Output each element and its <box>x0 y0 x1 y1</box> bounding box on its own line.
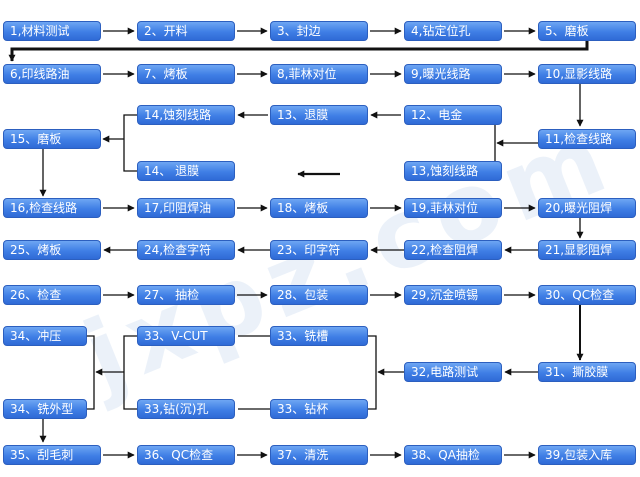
node-33-cup: 33、钻杯 <box>270 399 368 419</box>
node-20: 20,曝光阻焊 <box>538 198 636 218</box>
node-22: 22,检查阻焊 <box>404 240 502 260</box>
node-5: 5、磨板 <box>538 21 636 41</box>
node-1: 1,材料测试 <box>3 21 101 41</box>
node-28: 28、包装 <box>270 285 368 305</box>
node-25: 25、烤板 <box>3 240 101 260</box>
node-33-drill: 33,钻(沉)孔 <box>137 399 235 419</box>
node-27: 27、 抽检 <box>137 285 235 305</box>
node-18: 18、烤板 <box>270 198 368 218</box>
node-31: 31、撕胶膜 <box>538 362 636 382</box>
node-13-etch: 13,蚀刻线路 <box>404 161 502 181</box>
arrow-5-6 <box>8 41 589 62</box>
node-13-strip: 13、退膜 <box>270 105 368 125</box>
node-37: 37、清洗 <box>270 445 368 465</box>
node-4: 4,钻定位孔 <box>404 21 502 41</box>
node-39: 39,包装入库 <box>538 445 636 465</box>
node-14-strip: 14、 退膜 <box>137 161 235 181</box>
node-24: 24,检查字符 <box>137 240 235 260</box>
node-9: 9,曝光线路 <box>404 64 502 84</box>
node-14-etch: 14,蚀刻线路 <box>137 105 235 125</box>
node-34-punch: 34、冲压 <box>3 326 87 346</box>
node-29: 29,沉金喷锡 <box>404 285 502 305</box>
node-7: 7、烤板 <box>137 64 235 84</box>
node-23: 23、印字符 <box>270 240 368 260</box>
node-6: 6,印线路油 <box>3 64 101 84</box>
node-3: 3、封边 <box>270 21 368 41</box>
node-12: 12、电金 <box>404 105 502 125</box>
node-19: 19,菲林对位 <box>404 198 502 218</box>
bracket-33-left <box>123 335 137 410</box>
node-33-vcut: 33、V-CUT <box>137 326 235 346</box>
node-26: 26、检查 <box>3 285 101 305</box>
node-11: 11,检查线路 <box>538 129 636 149</box>
bracket-33-right <box>368 335 377 410</box>
bracket-34 <box>86 335 95 410</box>
node-34-rout: 34、铣外型 <box>3 399 87 419</box>
node-32: 32,电路测试 <box>404 362 502 382</box>
node-15: 15、磨板 <box>3 129 101 149</box>
node-35: 35、刮毛刺 <box>3 445 101 465</box>
node-10: 10,显影线路 <box>538 64 636 84</box>
node-8: 8,菲林对位 <box>270 64 368 84</box>
node-2: 2、开料 <box>137 21 235 41</box>
node-38: 38、QA抽检 <box>404 445 502 465</box>
node-30: 30、QC检查 <box>538 285 636 305</box>
node-21: 21,显影阻焊 <box>538 240 636 260</box>
node-16: 16,检查线路 <box>3 198 101 218</box>
bracket-14 <box>123 114 137 172</box>
node-33-slot: 33、铣槽 <box>270 326 368 346</box>
node-36: 36、QC检查 <box>137 445 235 465</box>
node-17: 17,印阻焊油 <box>137 198 235 218</box>
